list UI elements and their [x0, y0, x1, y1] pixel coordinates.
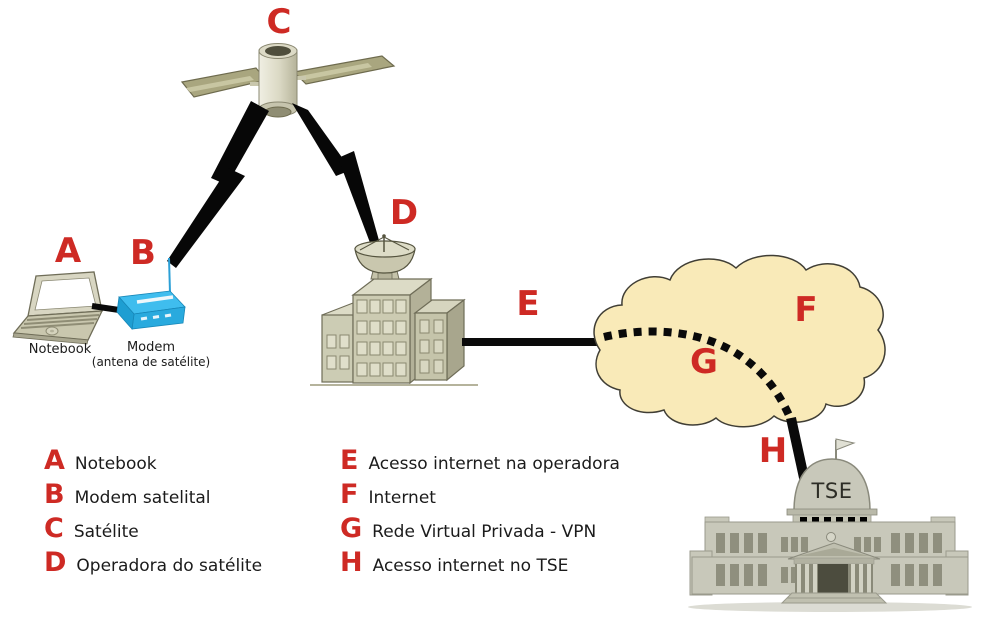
internet-cloud — [593, 254, 886, 428]
marker-g: G — [690, 342, 718, 382]
modem-caption-line1: Modem — [126, 340, 176, 355]
legend-label-e: Acesso internet na operadora — [368, 454, 620, 474]
tower-windows — [356, 299, 407, 377]
legend-letter-f: F — [340, 479, 359, 510]
legend-letter-b: B — [44, 479, 65, 510]
marker-b: B — [130, 233, 156, 273]
legend-label-f: Internet — [368, 488, 436, 508]
legend-letter-c: C — [44, 513, 64, 544]
legend-letter-g: G — [340, 513, 363, 544]
legend-label-b: Modem satelital — [74, 488, 211, 508]
operator-building-icon — [310, 234, 478, 386]
marker-c: C — [266, 2, 292, 42]
notebook-caption: Notebook — [28, 342, 92, 357]
modem-caption-line2: (antena de satélite) — [91, 354, 211, 369]
left-wing-windows — [326, 334, 350, 370]
tse-building-icon — [688, 438, 972, 612]
marker-e: E — [516, 284, 540, 324]
legend-label-a: Notebook — [74, 454, 157, 474]
legend-item-a: A Notebook — [44, 447, 157, 474]
marker-a: A — [54, 231, 82, 271]
legend-letter-d: D — [44, 547, 67, 578]
legend-letter-h: H — [340, 547, 363, 578]
legend-label-c: Satélite — [73, 522, 139, 542]
modem-antenna-line — [168, 257, 171, 294]
legend-item-g: G Rede Virtual Privada - VPN — [340, 515, 596, 542]
marker-d: D — [389, 193, 419, 233]
legend-label-h: Acesso internet no TSE — [372, 556, 569, 576]
upper-windows — [716, 533, 942, 553]
satellite-modem-icon — [116, 257, 186, 330]
tse-caption: TSE — [811, 479, 853, 503]
marker-h: H — [758, 431, 788, 471]
modem-caption: Modem (antena de satélite) — [88, 340, 214, 369]
marker-f: F — [794, 290, 818, 330]
legend-item-f: F Internet — [340, 481, 436, 508]
right-wing-windows — [419, 319, 444, 374]
legend-item-c: C Satélite — [44, 515, 139, 542]
satellite-icon — [180, 43, 396, 118]
legend-item-d: D Operadora do satélite — [44, 549, 262, 576]
legend-letter-e: E — [340, 445, 359, 476]
legend-label-g: Rede Virtual Privada - VPN — [372, 522, 597, 542]
lightning-bolt-left-icon — [167, 101, 269, 268]
notebook-icon — [12, 271, 104, 345]
legend-item-b: B Modem satelital — [44, 481, 211, 508]
portico-columns — [797, 564, 871, 593]
legend-label-d: Operadora do satélite — [76, 556, 263, 576]
legend-item-e: E Acesso internet na operadora — [340, 447, 620, 474]
lightning-bolt-right-icon — [292, 103, 380, 248]
legend-item-h: H Acesso internet no TSE — [340, 549, 568, 576]
dome-drum-windows — [800, 517, 867, 523]
vpn-dashed-line — [603, 327, 796, 424]
legend-letter-a: A — [44, 445, 65, 476]
satellite-dish-icon — [354, 234, 416, 280]
